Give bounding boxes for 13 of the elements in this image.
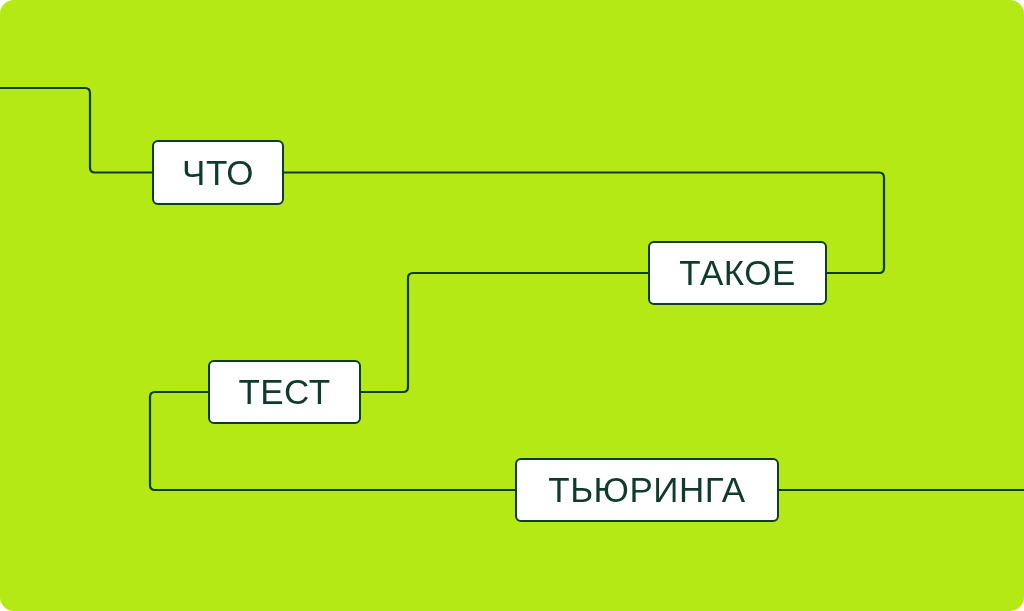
label-box [648,241,827,305]
connector-line [779,488,1024,492]
connector-line [284,171,886,275]
label-box [208,360,361,424]
box-text: ТЕСТ [238,372,331,412]
connector-line [0,86,152,174]
box-text: ТАКОЕ [679,253,796,293]
box-text: ЧТО [182,152,254,193]
box-text: ТЬЮРИНГА [548,470,746,510]
label-box [515,458,779,522]
connector-line [148,390,515,492]
connector-line [361,271,648,394]
label-box [152,140,284,205]
